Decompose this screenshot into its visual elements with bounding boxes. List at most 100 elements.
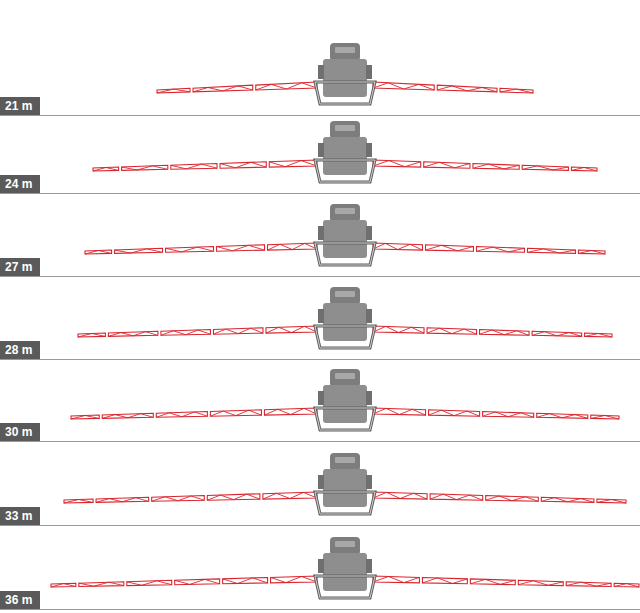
boom-segment [115, 248, 163, 253]
sprayer-wheel [318, 391, 324, 405]
sprayer-cab [330, 43, 360, 61]
sprayer-wheel [366, 475, 372, 489]
boom-truss [108, 332, 157, 337]
boom-segment [263, 492, 317, 499]
boom-segment [210, 410, 261, 416]
boom-truss [518, 581, 563, 586]
boom-truss [373, 326, 424, 333]
boom-segment [518, 580, 563, 585]
ground-line [0, 441, 640, 442]
ground-line [0, 525, 640, 526]
cab-window [335, 541, 355, 547]
width-label: 27 m [5, 260, 32, 274]
boom-truss [373, 83, 434, 90]
boom-truss [220, 162, 266, 168]
sprayer-wheel [318, 143, 324, 157]
sprayer-tank [323, 220, 367, 258]
boom-frame [315, 326, 375, 348]
boom-segment [591, 415, 619, 419]
width-badge: 36 m [0, 591, 40, 609]
boom-truss [373, 161, 421, 167]
boom-segment [152, 496, 205, 502]
boom-segment [161, 330, 211, 336]
sprayer-wheel [318, 226, 324, 240]
sprayer-wheel [366, 309, 372, 323]
boom-frame [315, 576, 375, 598]
sprayer-cab [330, 369, 360, 387]
boom-segment [127, 580, 172, 585]
width-badge: 24 m [0, 175, 40, 193]
sprayer-row [0, 369, 640, 442]
boom-truss [175, 579, 220, 584]
boom-frame [315, 243, 375, 265]
boom-truss [102, 414, 153, 419]
boom-segment [220, 162, 266, 168]
boom-truss [373, 492, 427, 499]
boom-truss [373, 577, 419, 583]
sprayer-tank [323, 385, 367, 423]
boom-frame [315, 82, 375, 104]
sprayer-row [0, 121, 640, 194]
boom-segment [486, 496, 539, 502]
boom-truss [430, 494, 483, 500]
ground-line [0, 115, 640, 116]
boom-truss [51, 584, 76, 587]
boom-segment [473, 164, 519, 170]
boom-segment [102, 413, 153, 418]
boom-truss [157, 89, 190, 93]
boom-truss [266, 326, 317, 333]
sprayer-row [0, 537, 640, 610]
boom-truss [115, 249, 163, 253]
ground-line [0, 193, 640, 194]
boom-segment [429, 410, 480, 416]
boom-truss [263, 492, 317, 499]
cab-window [335, 373, 355, 379]
boom-truss [171, 164, 217, 169]
sprayer-row [0, 204, 640, 277]
boom-segment [571, 167, 597, 171]
boom-segment [271, 576, 317, 583]
boom-segment [373, 408, 426, 415]
boom-segment [476, 247, 524, 253]
sprayer-tank [323, 59, 367, 97]
cab-window [335, 457, 355, 463]
boom-frame [315, 492, 375, 514]
width-label: 28 m [5, 343, 32, 357]
sprayer-cab [330, 204, 360, 222]
boom-segment [166, 247, 214, 253]
boom-segment [193, 85, 253, 92]
boom-truss [597, 500, 626, 504]
ground-line [0, 276, 640, 277]
boom-truss [427, 328, 477, 334]
cab-window [335, 208, 355, 214]
boom-truss [373, 243, 423, 250]
boom-segment [157, 88, 190, 93]
boom-truss [486, 496, 539, 501]
boom-segment [480, 330, 530, 336]
boom-frame-highlight [315, 243, 375, 265]
boom-truss [522, 166, 568, 170]
boom-truss [156, 412, 207, 417]
boom-segment [522, 165, 568, 170]
boom-truss [480, 330, 529, 335]
boom-truss [223, 578, 268, 584]
boom-frame-highlight [315, 576, 375, 598]
boom-frame-highlight [315, 326, 375, 348]
boom-segment [422, 577, 467, 583]
boom-segment [64, 499, 93, 503]
boom-truss [483, 412, 534, 417]
boom-truss [268, 243, 318, 250]
boom-truss [500, 89, 533, 93]
sprayer-cab [330, 121, 360, 139]
boom-truss [122, 166, 168, 170]
boom-truss [422, 578, 467, 584]
boom-segment [541, 497, 594, 502]
sprayer-tank [323, 553, 367, 591]
boom-segment [373, 576, 419, 583]
boom-segment [532, 331, 582, 336]
boom-truss [96, 498, 149, 503]
boom-truss [429, 410, 480, 416]
ground-line [0, 359, 640, 360]
sprayer-cab [330, 287, 360, 305]
